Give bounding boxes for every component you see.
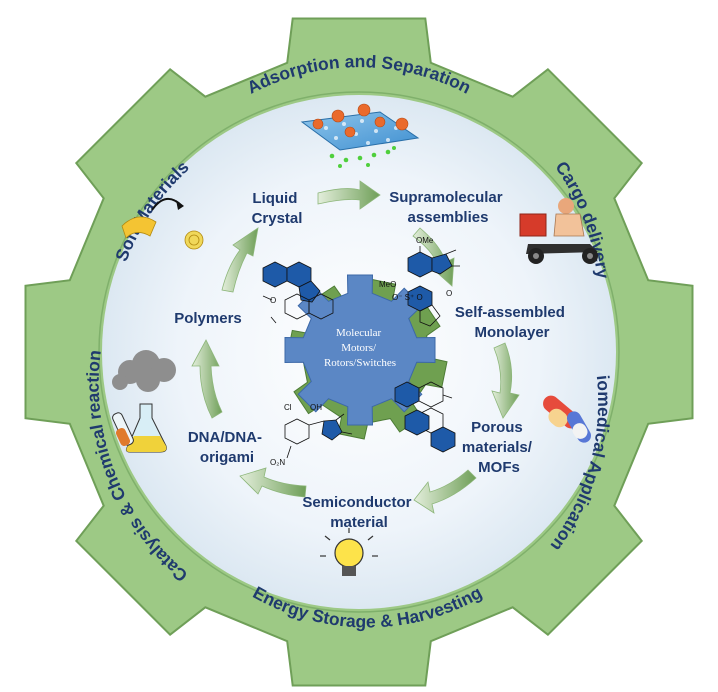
molecule-left-motor: O [262, 261, 334, 324]
topic-sam: Self-assembled Monolayer [455, 304, 569, 341]
delivery-scooter-icon [519, 198, 598, 264]
meo-label: MeO [379, 280, 396, 289]
pills-icon [543, 395, 591, 443]
ome-label: OMe [416, 236, 434, 245]
topic-porous: Porous materials/ MOFs [462, 419, 536, 476]
no2-label: O₂N [270, 458, 285, 467]
arrow-dna-to-polymers [191, 339, 223, 419]
smoke-cloud-icon [112, 350, 176, 392]
topic-semiconductor: Semiconductor material [302, 494, 415, 531]
svg-text:O: O [270, 296, 276, 305]
molecule-right-motor: OMe MeO O⁻ S⁺ O O [379, 236, 460, 327]
arrow-porous-to-semi [413, 469, 477, 514]
topic-supramolecular: Supramolecular assemblies [389, 189, 507, 226]
light-bulb-icon [320, 528, 378, 576]
arrow-liquid-to-supra [317, 180, 381, 210]
svg-text:O: O [446, 289, 452, 298]
oh-label: OH [310, 403, 322, 412]
molecule-left-switch: Cl OH O₂N [270, 403, 353, 467]
arrow-sam-to-porous [491, 342, 520, 419]
topic-liquid-crystal: Liquid Crystal [252, 190, 303, 227]
center-label: Molecular Motors/ Rotors/Switches [324, 327, 396, 369]
ring-divider [98, 91, 620, 613]
molecule-right-helicene [394, 381, 456, 453]
topic-polymers: Polymers [174, 310, 242, 327]
cycle-arrows [191, 180, 520, 514]
cl-label: Cl [284, 403, 292, 412]
svg-text:O⁻ S⁺ O: O⁻ S⁺ O [392, 293, 423, 302]
arrow-semi-to-dna [239, 467, 307, 498]
flask-icon [125, 403, 167, 453]
test-tube-icon [112, 412, 134, 446]
topic-dna: DNA/DNA- origami [188, 429, 266, 466]
membrane-illustration [300, 103, 420, 168]
arrow-polymers-to-liquid [221, 227, 259, 293]
soft-material-icon [121, 198, 204, 250]
